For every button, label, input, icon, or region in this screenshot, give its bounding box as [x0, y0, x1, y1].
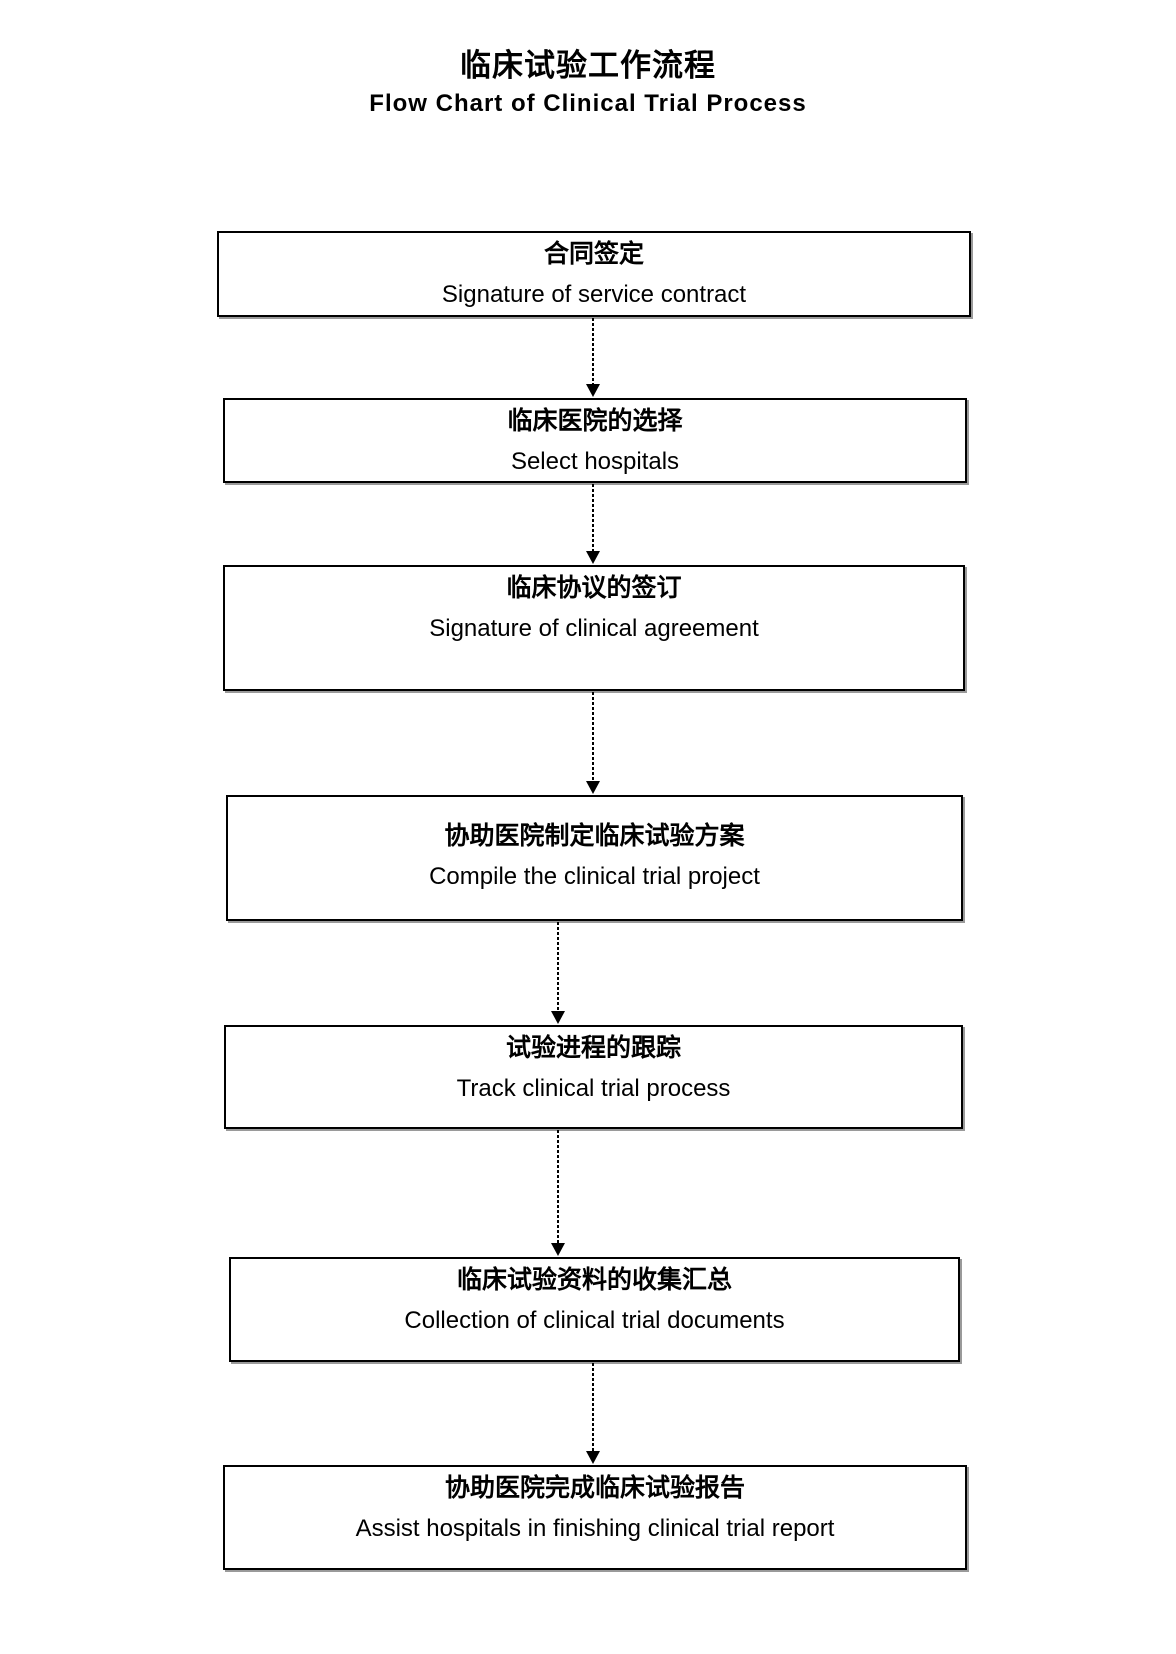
arrow-head-1 [586, 384, 600, 397]
step-service-contract: 合同签定 Signature of service contract [217, 231, 971, 317]
step-title-en: Compile the clinical trial project [429, 863, 760, 890]
arrow-head-5 [551, 1243, 565, 1256]
step-title-zh: 临床协议的签订 [506, 573, 682, 602]
step-track-process: 试验进程的跟踪 Track clinical trial process [224, 1025, 963, 1129]
arrow-head-4 [551, 1011, 565, 1024]
step-title-zh: 试验进程的跟踪 [505, 1033, 681, 1062]
step-title-en: Track clinical trial process [456, 1075, 731, 1102]
step-compile-project: 协助医院制定临床试验方案 Compile the clinical trial … [226, 795, 963, 921]
page-title: 临床试验工作流程 [460, 48, 716, 84]
arrow-head-6 [586, 1451, 600, 1464]
step-title-zh: 协助医院完成临床试验报告 [444, 1473, 745, 1502]
arrow-head-3 [586, 781, 600, 794]
page-subtitle: Flow Chart of Clinical Trial Process [369, 90, 807, 117]
step-title-zh: 协助医院制定临床试验方案 [444, 821, 745, 850]
step-clinical-agreement: 临床协议的签订 Signature of clinical agreement [223, 565, 965, 691]
step-title-en: Assist hospitals in finishing clinical t… [355, 1515, 835, 1542]
arrow-head-2 [586, 551, 600, 564]
step-title-zh: 合同签定 [543, 239, 644, 268]
step-finish-report: 协助医院完成临床试验报告 Assist hospitals in finishi… [223, 1465, 967, 1570]
step-title-en: Signature of clinical agreement [429, 615, 759, 642]
step-select-hospitals: 临床医院的选择 Select hospitals [223, 398, 967, 483]
step-title-zh: 临床试验资料的收集汇总 [456, 1265, 732, 1294]
step-title-en: Collection of clinical trial documents [404, 1307, 785, 1334]
step-title-zh: 临床医院的选择 [507, 406, 683, 435]
step-collect-documents: 临床试验资料的收集汇总 Collection of clinical trial… [229, 1257, 960, 1362]
step-title-en: Select hospitals [510, 448, 680, 475]
step-title-en: Signature of service contract [441, 281, 747, 308]
